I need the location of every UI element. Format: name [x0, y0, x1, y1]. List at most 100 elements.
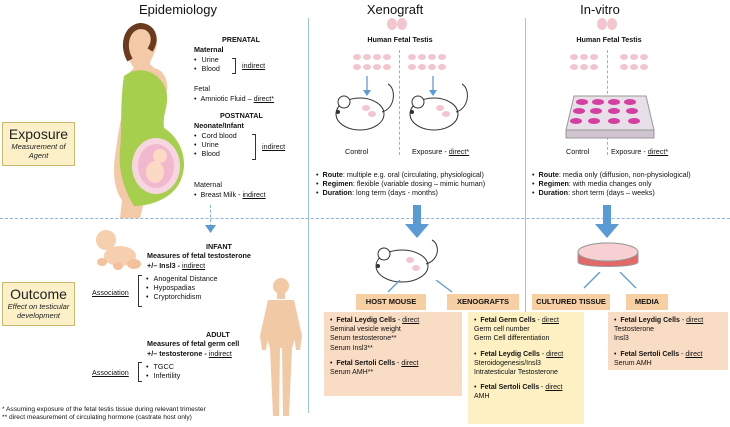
insl3-indirect: indirect — [181, 261, 206, 270]
xeno-center-dash — [399, 50, 400, 155]
neonate-heading: Neonate/Infant — [194, 121, 244, 130]
breast-label: Breast Milk - — [200, 190, 243, 199]
neonate-indirect: indirect — [262, 142, 286, 151]
footnote-2: ** direct measurement of circulating hor… — [2, 414, 192, 421]
xeno-conditions: • Route: multiple e.g. oral (circulating… — [316, 170, 522, 197]
invitro-regimen-value: : with media changes only — [568, 179, 652, 188]
testo-line: +/– testosterone - indirect — [147, 349, 232, 358]
xg-sertoli-label: Fetal Sertoli Cells — [480, 384, 540, 392]
xeno-outcome-arrowhead-icon — [405, 224, 429, 238]
breast-line: • Breast Milk - indirect — [194, 190, 266, 199]
amniotic-label: Amniotic Fluid – — [200, 94, 254, 103]
control-mouse-illustration — [335, 83, 394, 131]
pregnant-woman-illustration — [114, 22, 185, 218]
xeno-regimen-key: Regimen — [322, 179, 353, 188]
invitro-title: In-vitro — [580, 2, 620, 17]
invitro-duration: • Duration: short term (days – weeks) — [532, 188, 655, 197]
xenograft-title: Xenograft — [366, 2, 424, 17]
xeno-duration-key: Duration — [322, 188, 353, 197]
maternal-blood: Blood — [194, 64, 220, 73]
testo-label: +/– testosterone - — [147, 349, 209, 358]
invitro-split-arrows — [583, 272, 637, 289]
cultured-tissue-tag: CULTURED TISSUE — [532, 294, 610, 310]
invitro-regimen-key: Regimen — [538, 179, 569, 188]
adult-outcome-list: TGCC Infertility — [146, 362, 181, 380]
neonate-cord: Cord blood — [194, 131, 237, 140]
xg-germ-label: Fetal Germ Cells — [480, 317, 536, 324]
outcome-tgcc: TGCC — [146, 362, 180, 371]
exposure-title: Exposure — [8, 126, 69, 142]
association-bracket-2 — [138, 362, 142, 382]
outcome-subtitle: Effect on testicular development — [7, 302, 70, 320]
xg-g2: Germ Cell differentiation — [474, 335, 550, 343]
media-leydig-line: • Fetal Leydig Cells - direct — [614, 317, 704, 324]
xeno-duration-value: : long term (days - months) — [352, 188, 438, 197]
xg-leydig-direct: direct — [546, 350, 564, 358]
fetal-heading: Fetal — [194, 84, 210, 93]
outcome-infertility: Infertility — [146, 371, 181, 380]
xeno-route-value: : multiple e.g. oral (circulating, physi… — [342, 170, 484, 179]
invitro-conditions: • Route: media only (diffusion, non-phys… — [532, 170, 730, 197]
invitro-exposure-text: Exposure - — [611, 147, 648, 156]
xeno-duration: • Duration: long term (days - months) — [316, 188, 438, 197]
invitro-regimen: • Regimen: with media changes only — [532, 179, 652, 188]
infant-heading: INFANT — [206, 242, 232, 251]
host-leydig-label: Fetal Leydig Cells — [336, 317, 396, 324]
amniotic-direct: direct* — [253, 94, 275, 103]
outcome-mouse-illustration — [375, 239, 438, 283]
host-leydig-line: • Fetal Leydig Cells - direct — [330, 317, 420, 324]
invitro-tissue-pieces — [570, 54, 648, 70]
media-l2: Insl3 — [614, 335, 629, 343]
invitro-route-value: : media only (diffusion, non-physiologic… — [558, 170, 691, 179]
media-panel: • Fetal Leydig Cells - direct Testostero… — [608, 312, 728, 370]
xeno-exposure-text: Exposure - — [412, 147, 449, 156]
epi-dotted-arrow — [210, 205, 211, 227]
adult-measures: Measures of fetal germ cell — [147, 339, 240, 348]
amniotic-bullet: • — [194, 94, 201, 103]
outcome-box: Outcome Effect on testicular development — [2, 282, 75, 326]
neonate-blood: Blood — [194, 149, 237, 158]
host-sertoli-label: Fetal Sertoli Cells — [336, 359, 396, 367]
xeno-regimen: • Regimen: flexible (variable dosing – m… — [316, 179, 486, 188]
breast-indirect: indirect — [242, 190, 266, 199]
xg-sertoli-line: • Fetal Sertoli Cells - direct — [474, 384, 563, 392]
xg-leydig-label: Fetal Leydig Cells — [480, 350, 540, 358]
invitro-exposure-direct: direct* — [647, 147, 669, 156]
column-divider-1 — [308, 18, 309, 413]
xeno-header: Human Fetal Testis — [367, 35, 433, 44]
well-plate-illustration — [565, 95, 655, 139]
xeno-route: • Route: multiple e.g. oral (circulating… — [316, 170, 484, 179]
outcome-hypo: Hypospadias — [146, 283, 217, 292]
maternal-bracket — [232, 58, 236, 74]
epidemiology-title: Epidemiology — [138, 2, 218, 17]
host-s1: Serum AMH** — [330, 369, 374, 377]
xeno-arrows — [363, 76, 437, 96]
testo-indirect: indirect — [208, 349, 232, 358]
postnatal-heading: POSTNATAL — [220, 111, 263, 120]
invitro-exposure-label: Exposure - direct* — [611, 147, 668, 156]
media-leydig-label: Fetal Leydig Cells — [620, 317, 680, 324]
neonate-list: Cord blood Urine Blood — [194, 131, 237, 158]
media-leydig-direct: direct — [686, 317, 704, 324]
insl3-label: +/– Insl3 - — [147, 261, 182, 270]
host-mouse-tag: HOST MOUSE — [356, 294, 426, 310]
breast-bullet: • — [194, 190, 201, 199]
media-s1: Serum AMH — [614, 359, 652, 367]
outcome-crypto: Cryptorchidism — [146, 292, 217, 301]
epi-arrowhead-icon — [205, 225, 216, 233]
maternal-heading: Maternal — [194, 45, 224, 54]
host-sertoli-line: • Fetal Sertoli Cells - direct — [330, 359, 419, 367]
invitro-outcome-arrowhead-icon — [595, 224, 619, 238]
xeno-testis-icon — [387, 18, 407, 30]
prenatal-heading: PRENATAL — [222, 35, 261, 44]
xg-g1: Germ cell number — [474, 326, 530, 334]
media-sertoli-label: Fetal Sertoli Cells — [620, 350, 680, 358]
media-l1: Testosterone — [614, 326, 655, 334]
amniotic-line: • Amniotic Fluid – direct* — [194, 94, 274, 103]
xg-l1: Steroidogenesis/Insl3 — [474, 359, 541, 367]
association-label-1: Association — [92, 288, 129, 297]
invitro-header: Human Fetal Testis — [576, 35, 642, 44]
infant-outcome-list: Anogenital Distance Hypospadias Cryptorc… — [146, 274, 218, 301]
maternal-list: Urine Blood — [194, 55, 220, 73]
media-sertoli-direct: direct — [685, 350, 703, 358]
